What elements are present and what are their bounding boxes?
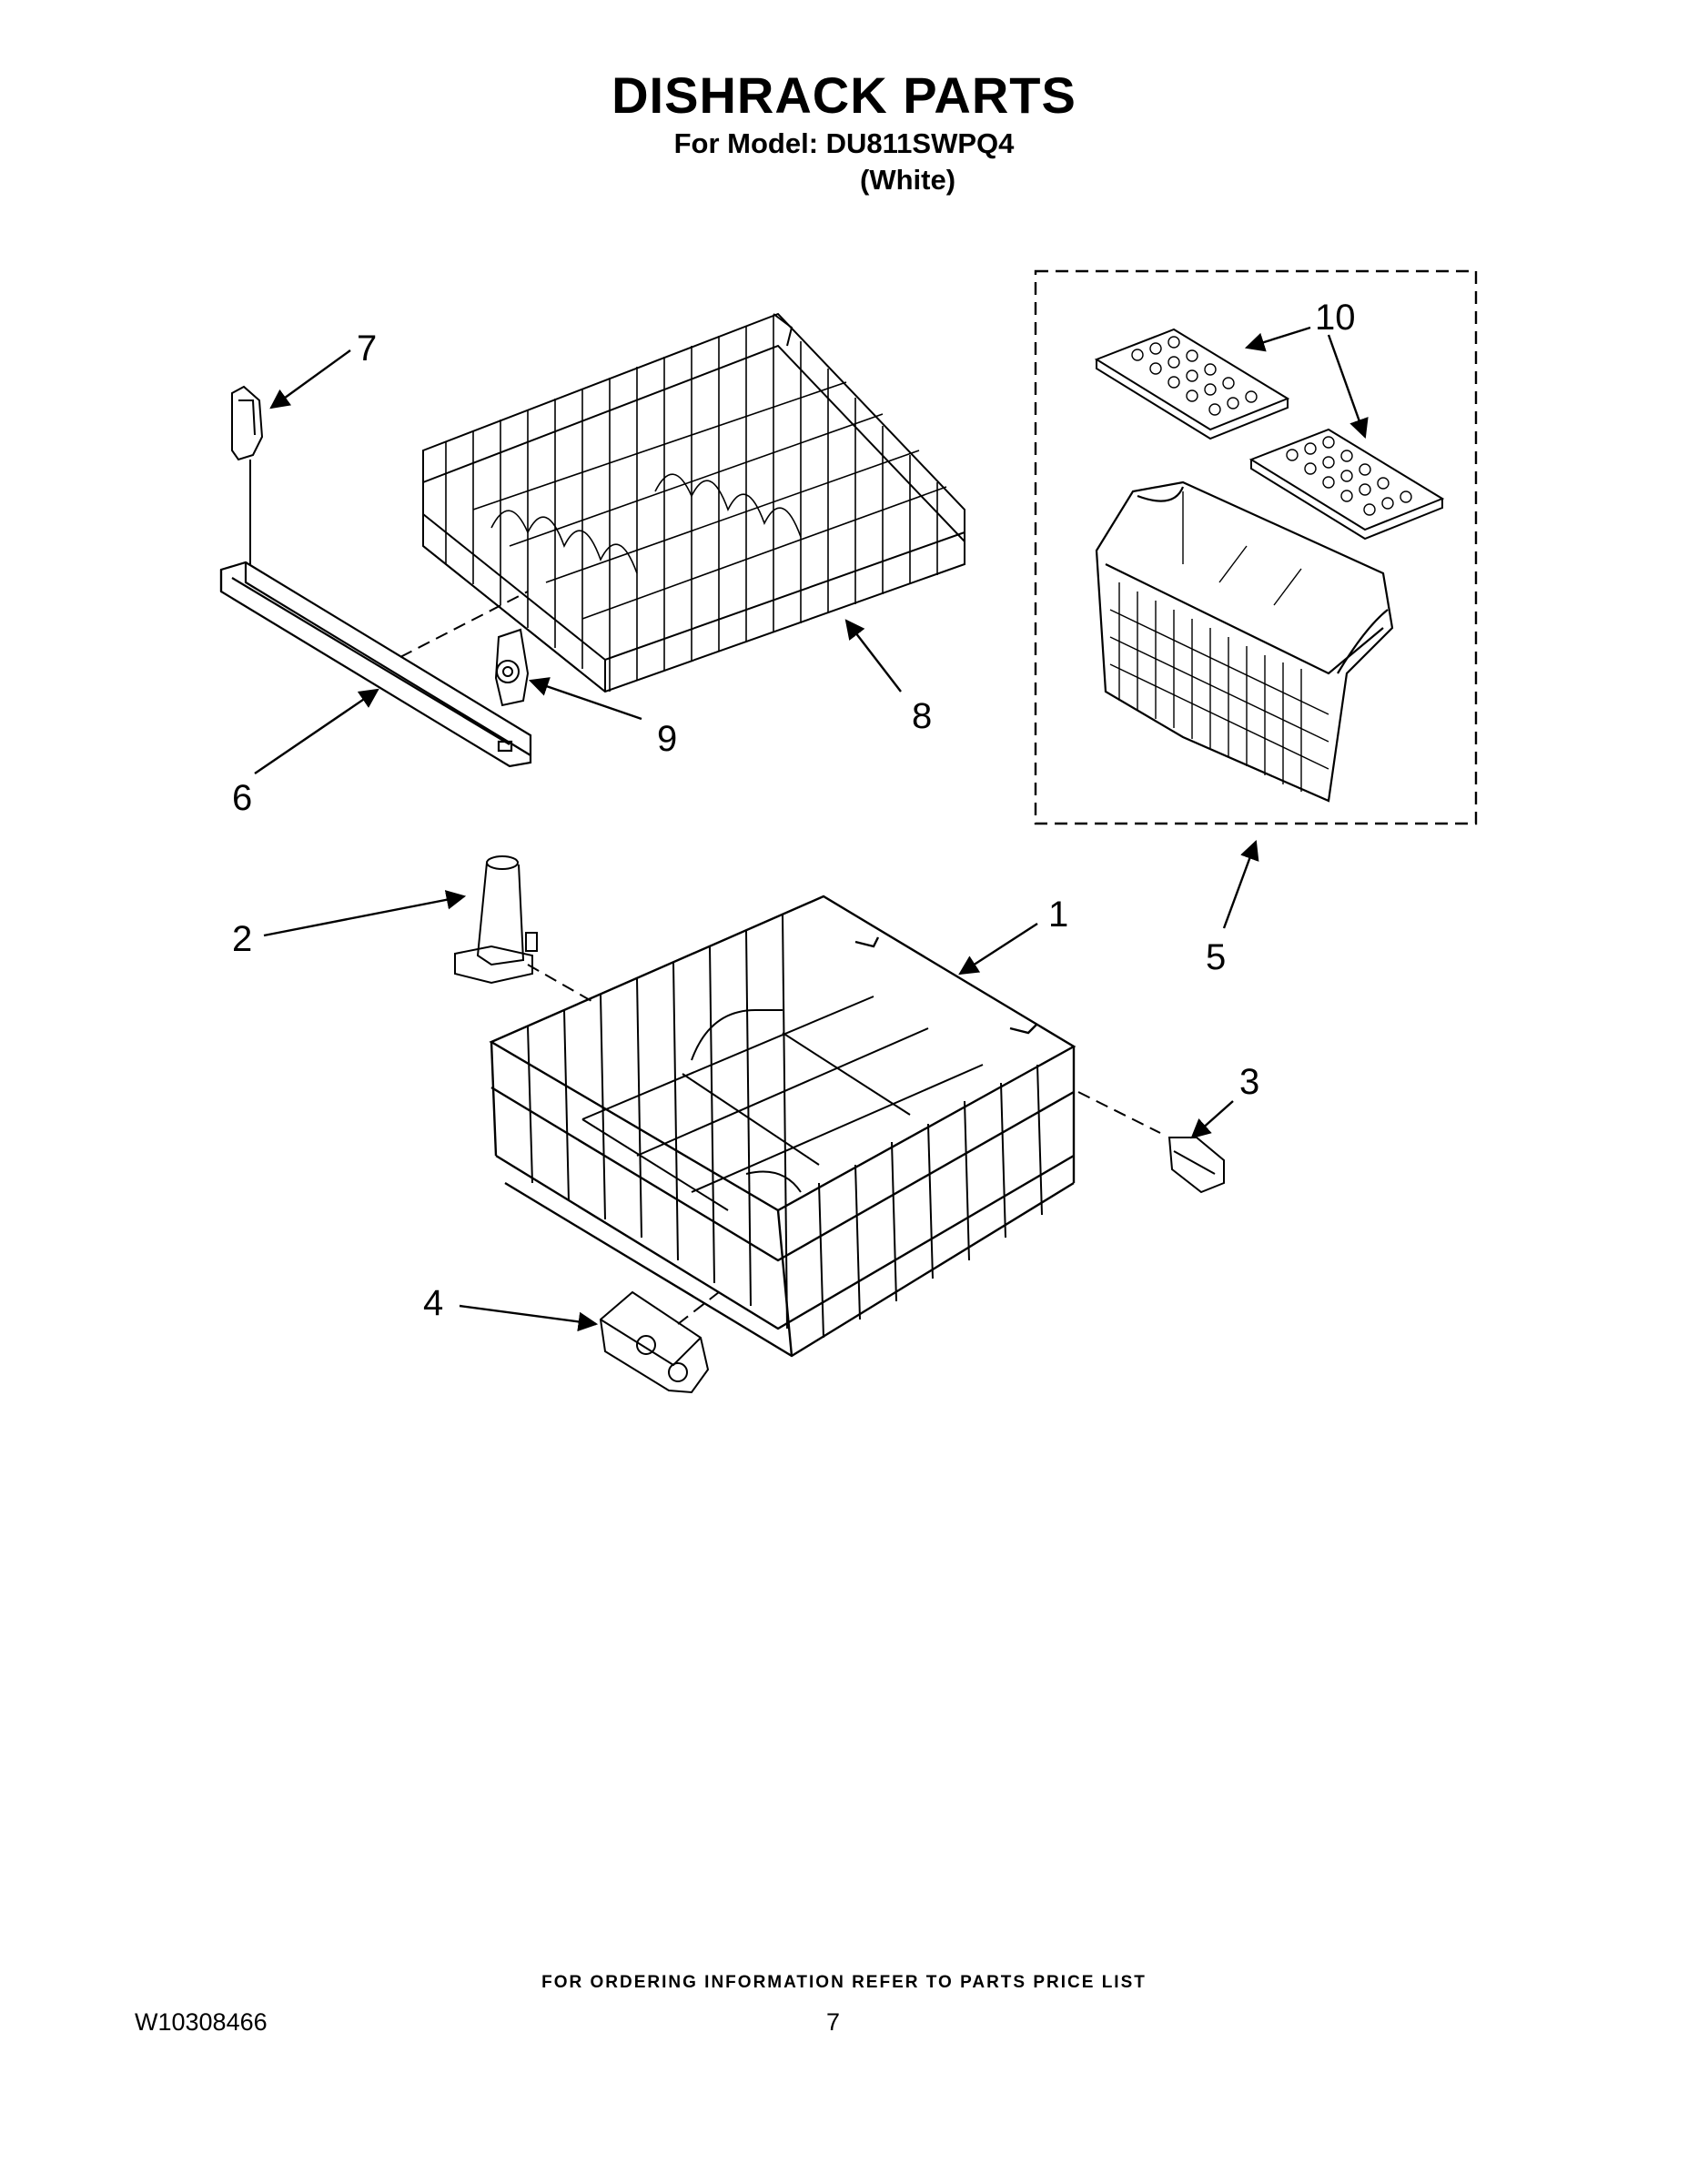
document-number: W10308466 bbox=[135, 2008, 268, 2036]
wheel-carrier bbox=[599, 1290, 710, 1394]
callout-9: 9 bbox=[657, 719, 677, 759]
leader-arrows bbox=[254, 326, 1369, 1332]
model-line: For Model: DU811SWPQ4 bbox=[673, 127, 1015, 159]
wheel-assembly bbox=[494, 628, 530, 707]
rack-track bbox=[219, 561, 532, 768]
callout-8: 8 bbox=[912, 696, 932, 736]
basket-cover-lower bbox=[1248, 428, 1445, 541]
silverware-basket-box bbox=[1034, 269, 1478, 825]
callout-6: 6 bbox=[232, 778, 252, 818]
page-title: DISHRACK PARTS bbox=[612, 66, 1076, 124]
assembly-guide-lines bbox=[399, 591, 1161, 1325]
silverware-basket bbox=[1095, 480, 1394, 803]
callout-5: 5 bbox=[1206, 937, 1226, 977]
basket-cover-upper bbox=[1094, 328, 1290, 440]
page-number: 7 bbox=[826, 2008, 841, 2036]
upper-dishrack bbox=[422, 312, 965, 693]
callout-1: 1 bbox=[1048, 895, 1068, 935]
tine-clip-post bbox=[454, 855, 538, 985]
callout-7: 7 bbox=[357, 329, 377, 369]
rack-clip bbox=[1167, 1137, 1225, 1194]
callout-2: 2 bbox=[232, 919, 252, 959]
callout-10: 10 bbox=[1315, 298, 1356, 338]
color-line: (White) bbox=[860, 164, 956, 196]
callout-4: 4 bbox=[423, 1283, 443, 1323]
ordering-note: FOR ORDERING INFORMATION REFER TO PARTS … bbox=[541, 1973, 1147, 1992]
lower-dishrack bbox=[489, 895, 1076, 1358]
track-stop bbox=[231, 385, 264, 564]
callout-3: 3 bbox=[1239, 1062, 1259, 1102]
